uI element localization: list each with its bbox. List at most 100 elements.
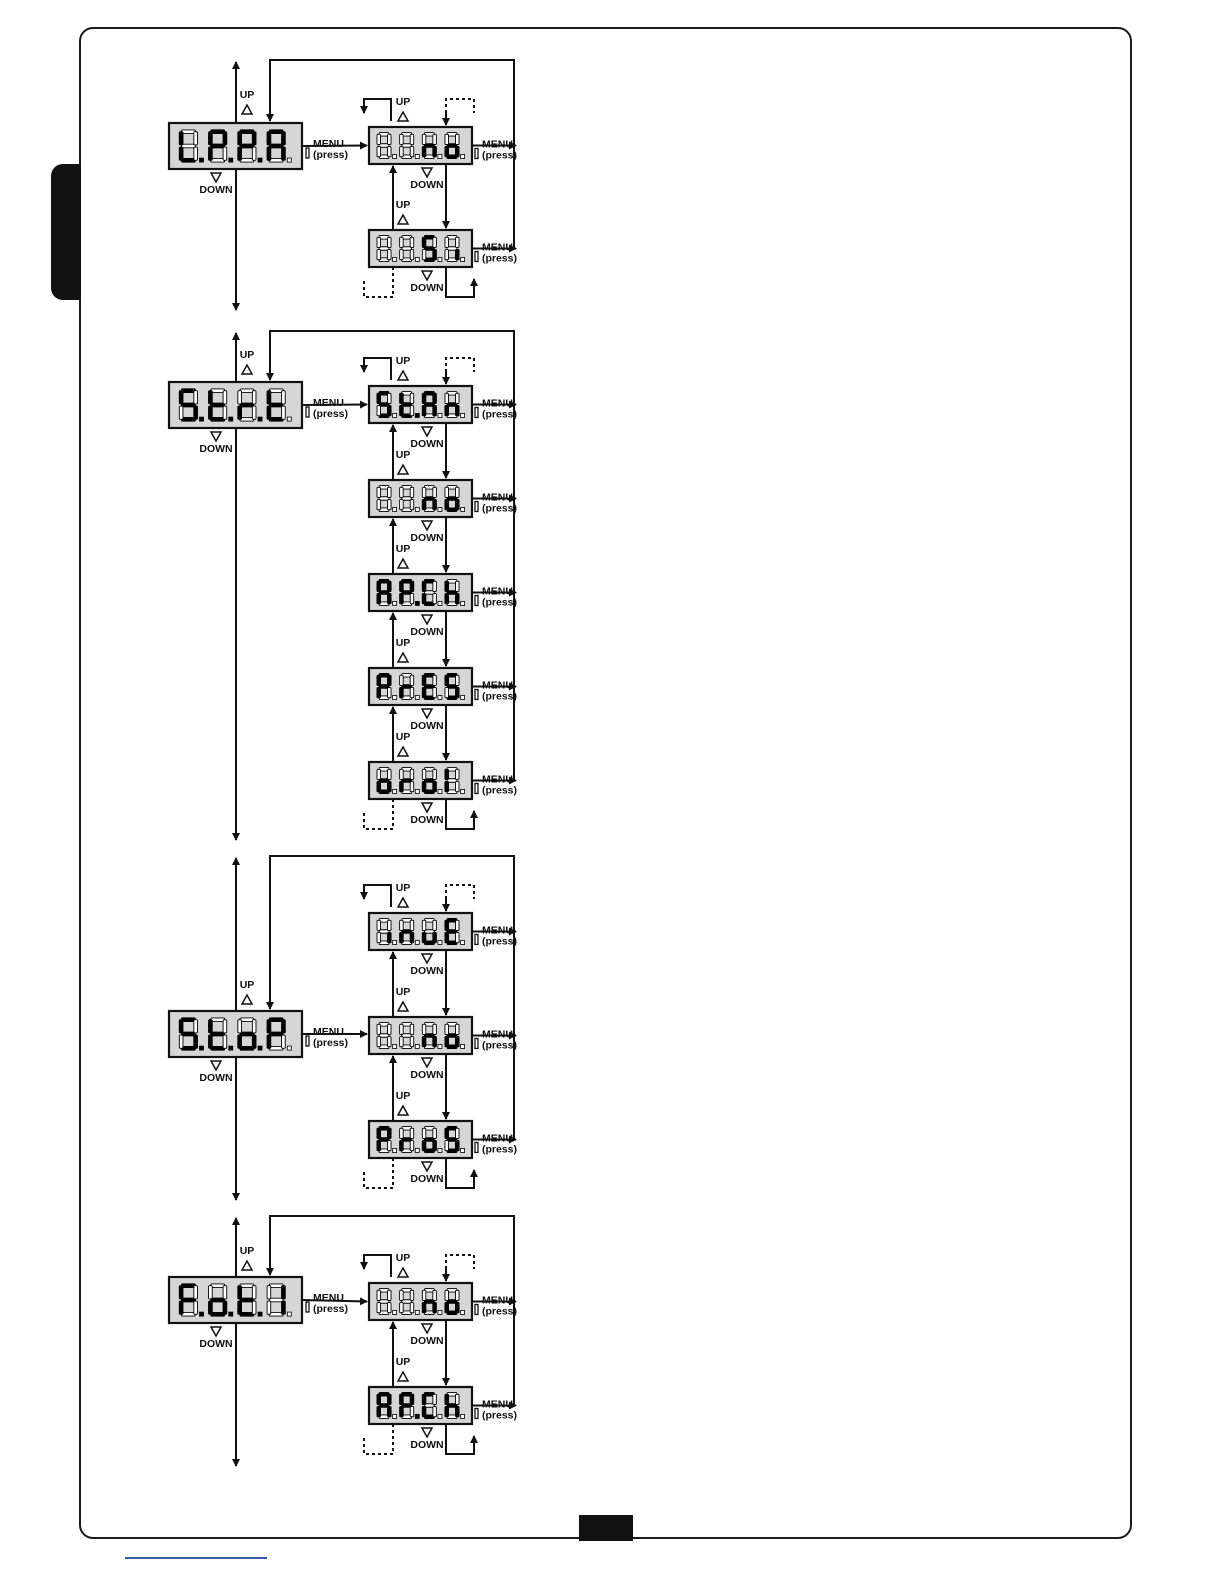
lcd-dot: [414, 413, 420, 418]
lcd-segment-f: [444, 392, 449, 404]
lcd-dot: [414, 154, 420, 159]
lcd-dot: [437, 1414, 443, 1419]
lcd-dot: [437, 257, 443, 262]
lcd-segment-e: [444, 249, 449, 261]
lcd-dot: [414, 601, 420, 606]
lcd-segment-e: [237, 405, 242, 420]
lcd-segment-b: [409, 674, 415, 686]
submenu-display: [367, 666, 474, 707]
lcd-segment-g: [423, 246, 435, 251]
down-triangle: [420, 520, 434, 532]
lcd-segment-g: [401, 246, 413, 251]
lcd-segment-d: [239, 158, 255, 163]
flow-line: [266, 855, 515, 1139]
lcd-segment-b: [193, 390, 198, 405]
lcd-segment-a: [239, 129, 255, 135]
lcd-dot: [460, 695, 466, 700]
lcd-dot: [199, 416, 204, 422]
lcd-segment-g: [401, 496, 413, 501]
lcd-segment-c: [432, 499, 437, 511]
lcd-segment-c: [455, 687, 460, 699]
lcd-segment-b: [193, 131, 198, 146]
lcd-dot: [257, 1045, 263, 1051]
lcd-segment-b: [387, 919, 392, 931]
lcd-segment-c: [387, 499, 392, 511]
lcd-segment-e: [399, 499, 404, 511]
lcd-segment-c: [193, 405, 198, 420]
lcd-segment-b: [432, 674, 437, 686]
lcd-segment-f: [376, 768, 381, 780]
lcd-segment-d: [180, 1045, 196, 1051]
lcd-segment-e: [376, 781, 381, 793]
lcd-segment-g: [401, 1137, 413, 1142]
submenu-display: [367, 760, 474, 801]
lcd-segment-d: [268, 416, 284, 422]
lcd-segment-f: [399, 919, 404, 931]
lcd-segment-d: [268, 158, 284, 163]
lcd-segment-c: [387, 781, 392, 793]
lcd-segment-e: [376, 499, 381, 511]
lcd-segment-b: [432, 1289, 437, 1301]
lcd-segment-e: [376, 1036, 381, 1048]
lcd-segment-d: [210, 1045, 226, 1051]
lcd-segment-e: [208, 146, 213, 161]
up-label: UP: [396, 355, 411, 367]
lcd-dot: [437, 507, 443, 512]
lcd-segment-c: [387, 1302, 392, 1314]
menu-label: MENU: [482, 242, 513, 254]
lcd-segment-f: [376, 1023, 381, 1035]
press-label: (press): [482, 691, 517, 703]
lcd-dot: [460, 257, 466, 262]
lcd-segment-c: [455, 593, 460, 605]
lcd-dot: [286, 157, 292, 163]
lcd-segment-b: [432, 236, 437, 248]
lcd-segment-f: [399, 1127, 404, 1139]
lcd-dot: [437, 413, 443, 418]
lcd-segment-b: [409, 1023, 415, 1035]
flow-line: [301, 400, 368, 409]
lcd-segment-e: [266, 146, 272, 161]
up-label: UP: [396, 199, 411, 211]
lcd-dot: [199, 1045, 204, 1051]
lcd-dot: [437, 940, 443, 945]
lcd-segment-c: [251, 405, 257, 420]
lcd-segment-b: [409, 392, 415, 404]
lcd-segment-c: [409, 687, 415, 699]
lcd-segment-g: [378, 1033, 390, 1038]
lcd-segment-f: [266, 1285, 272, 1300]
lcd-segment-f: [178, 1285, 184, 1300]
lcd-segment-a: [181, 129, 196, 134]
lcd-dot: [286, 416, 292, 422]
lcd-dot: [199, 157, 204, 163]
lcd-segment-e: [444, 1302, 449, 1314]
lcd-segment-f: [266, 1019, 272, 1034]
lcd-segment-f: [421, 1393, 427, 1405]
lcd-segment-b: [251, 131, 257, 146]
lcd-segment-g: [446, 778, 458, 783]
lcd-segment-a: [210, 1283, 225, 1288]
lcd-segment-c: [251, 1034, 257, 1049]
lcd-segment-e: [421, 932, 427, 944]
lcd-segment-g: [401, 1403, 413, 1408]
down-label: DOWN: [410, 1173, 443, 1185]
lcd-segment-e: [266, 1034, 272, 1049]
lcd-segment-f: [178, 131, 184, 146]
lcd-segment-e: [399, 781, 404, 793]
lcd-segment-g: [268, 1297, 284, 1303]
lcd-segment-g: [423, 143, 435, 148]
lcd-segment-e: [376, 1302, 381, 1314]
lcd-segment-f: [421, 919, 427, 931]
lcd-dot: [460, 1414, 466, 1419]
lcd-segment-f: [376, 1393, 381, 1405]
lcd-segment-c: [251, 146, 257, 161]
lcd-segment-g: [401, 590, 413, 595]
lcd-dot: [257, 157, 263, 163]
lcd-segment-c: [409, 593, 415, 605]
lcd-dot: [460, 1148, 466, 1153]
submenu-display: [367, 228, 474, 269]
lcd-segment-b: [281, 1019, 286, 1034]
lcd-segment-g: [423, 929, 435, 934]
lcd-segment-f: [444, 236, 449, 248]
lcd-segment-f: [178, 1019, 184, 1034]
lcd-segment-c: [193, 146, 198, 161]
